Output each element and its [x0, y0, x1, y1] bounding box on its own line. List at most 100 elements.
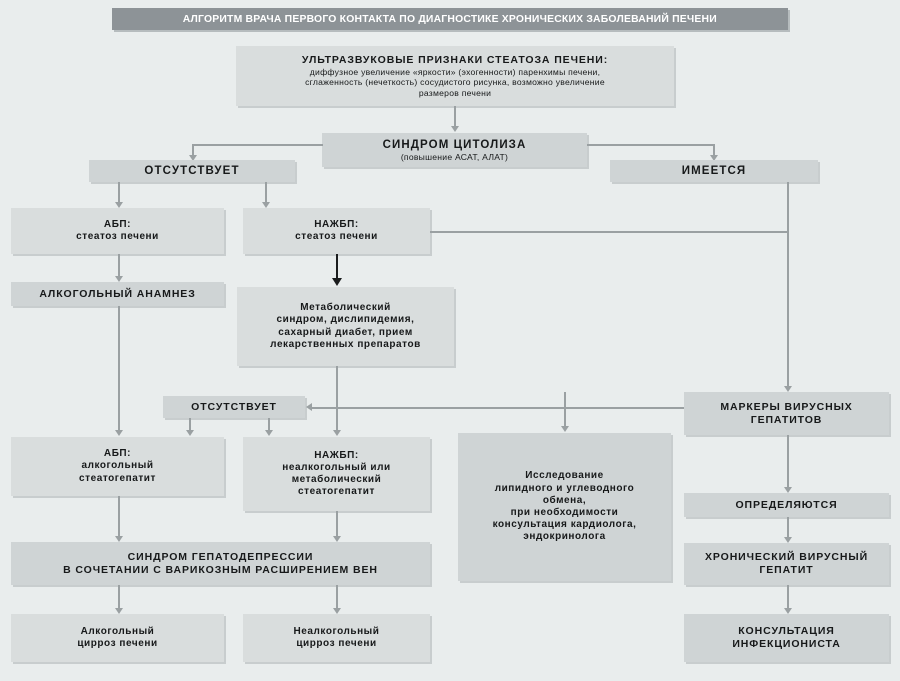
viral-markers-line-1: МАРКЕРЫ ВИРУСНЫХ: [720, 400, 853, 413]
nonalcoholic-cirrhosis-line-2: цирроз печени: [296, 638, 377, 649]
connector-nafld-sh-to-hepatodepression: [336, 511, 338, 538]
node-alcoholic-cirrhosis: Алкогольный цирроз печени: [11, 614, 224, 662]
alcoholic-cirrhosis-line-2: цирроз печени: [77, 638, 158, 649]
arrowhead-absent-to-abp: [115, 202, 123, 208]
arrowhead-nafld-sh-to-hepatodepression: [333, 536, 341, 542]
nafld-steatosis-line-1: НАЖБП:: [314, 218, 359, 230]
node-cytolysis-syndrome: СИНДРОМ ЦИТОЛИЗА (повышение АСАТ, АЛАТ): [322, 133, 587, 167]
lipid-study-line-6: эндокринолога: [523, 531, 606, 543]
chronic-hepatitis-line-1: ХРОНИЧЕСКИЙ ВИРУСНЫЙ: [704, 551, 869, 564]
node-nonalcoholic-cirrhosis: Неалкогольный цирроз печени: [243, 614, 430, 662]
nafld-sh-line-2: неалкогольный или: [282, 461, 391, 473]
infectionist-line-2: ИНФЕКЦИОНИСТА: [732, 638, 841, 650]
connector-absent-to-nafld: [265, 182, 267, 204]
connector-hepatodepression-to-alcoholic-cirrhosis: [118, 585, 120, 610]
lipid-study-line-5: консультация кардиолога,: [492, 519, 637, 531]
nonalcoholic-cirrhosis-line-1: Неалкогольный: [293, 625, 380, 637]
connector-metabolic-to-nafld-sh: [336, 366, 338, 432]
connector-absent-mid-to-abp-sh: [189, 418, 191, 432]
chronic-hepatitis-line-2: ГЕПАТИТ: [759, 564, 814, 576]
abp-sh-line-1: АБП:: [103, 448, 132, 460]
cytolysis-absent-label: ОТСУТСТВУЕТ: [144, 164, 240, 177]
node-chronic-viral-hepatitis: ХРОНИЧЕСКИЙ ВИРУСНЫЙ ГЕПАТИТ: [684, 543, 889, 585]
infectionist-line-1: КОНСУЛЬТАЦИЯ: [738, 625, 835, 638]
connector-chronic-hepatitis-to-infectionist: [787, 585, 789, 610]
connector-nafld-steatosis-right: [430, 231, 787, 233]
connector-alcohol-history-to-abp-sh: [118, 306, 120, 432]
arrowhead-hepatodepression-to-nonalcoholic-cirrhosis: [333, 608, 341, 614]
arrowhead-to-lipid-study: [561, 426, 569, 432]
node-abp-steatohepatitis: АБП: алкогольный стеатогепатит: [11, 437, 224, 496]
arrowhead-absent-mid-to-abp-sh: [186, 430, 194, 436]
arrowhead-cytolysis-to-present: [710, 155, 718, 161]
node-ultrasound-signs: УЛЬТРАЗВУКОВЫЕ ПРИЗНАКИ СТЕАТОЗА ПЕЧЕНИ:…: [236, 46, 674, 106]
connector-ultrasound-to-cytolysis: [454, 106, 456, 128]
connector-absent-to-abp: [118, 182, 120, 204]
node-viral-markers: МАРКЕРЫ ВИРУСНЫХ ГЕПАТИТОВ: [684, 392, 889, 435]
cytolysis-sub: (повышение АСАТ, АЛАТ): [400, 151, 509, 162]
node-alcohol-history: АЛКОГОЛЬНЫЙ АНАМНЕЗ: [11, 282, 224, 306]
node-infectionist-consultation: КОНСУЛЬТАЦИЯ ИНФЕКЦИОНИСТА: [684, 614, 889, 662]
cytolysis-present-label: ИМЕЕТСЯ: [681, 164, 747, 177]
lipid-study-line-4: при необходимости: [510, 507, 619, 518]
ultrasound-line-2: сглаженность (нечеткость) сосудистого ри…: [305, 77, 605, 88]
abp-steatosis-line-1: АБП:: [103, 218, 132, 230]
node-nafld-steatohepatitis: НАЖБП: неалкогольный или метаболический …: [243, 437, 430, 511]
nafld-steatosis-line-2: стеатоз печени: [295, 231, 378, 242]
page-title: Алгоритм врача первого контакта по диагн…: [182, 13, 718, 25]
arrowhead-abp-sh-to-hepatodepression: [115, 536, 123, 542]
connector-viral-markers-to-determined: [787, 435, 789, 489]
arrowhead-hepatodepression-to-alcoholic-cirrhosis: [115, 608, 123, 614]
determined-label: ОПРЕДЕЛЯЮТСЯ: [735, 498, 838, 511]
lipid-study-line-1: Исследование: [525, 470, 604, 482]
arrowhead-absent-mid-to-nafld-sh: [265, 430, 273, 436]
connector-absent-mid-to-nafld-sh: [268, 418, 270, 432]
node-absent-mid: ОТСУТСТВУЕТ: [163, 396, 305, 418]
arrowhead-nafld-to-metabolic: [332, 278, 342, 286]
nafld-sh-line-3: метаболический: [291, 474, 382, 485]
diagram-title-bar: Алгоритм врача первого контакта по диагн…: [112, 8, 788, 30]
arrowhead-metabolic-to-nafld-sh: [333, 430, 341, 436]
arrowhead-present-to-viral-markers: [784, 386, 792, 392]
connector-viral-markers-to-absent-mid: [312, 407, 787, 409]
connector-cytolysis-split-right: [587, 144, 714, 146]
metabolic-line-1: Метаболический: [300, 302, 391, 314]
arrowhead-determined-to-chronic-hepatitis: [784, 537, 792, 543]
connector-nafld-to-metabolic: [336, 254, 338, 281]
ultrasound-line-1: диффузное увеличение «яркости» (эхогенно…: [309, 66, 601, 77]
nafld-sh-line-4: стеатогепатит: [298, 486, 375, 498]
metabolic-line-3: сахарный диабет, прием: [278, 326, 413, 338]
node-abp-steatosis: АБП: стеатоз печени: [11, 208, 224, 254]
connector-cytolysis-left-down: [192, 144, 194, 158]
metabolic-line-4: лекарственных препаратов: [270, 338, 421, 350]
cytolysis-title: СИНДРОМ ЦИТОЛИЗА: [382, 138, 527, 151]
alcohol-history-label: АЛКОГОЛЬНЫЙ АНАМНЕЗ: [39, 287, 196, 300]
connector-to-lipid-study: [564, 392, 566, 428]
nafld-sh-line-1: НАЖБП:: [314, 449, 359, 461]
connector-abp-sh-to-hepatodepression: [118, 496, 120, 538]
node-hepatodepression-syndrome: СИНДРОМ ГЕПАТОДЕПРЕССИИ В СОЧЕТАНИИ С ВА…: [11, 542, 430, 585]
abp-sh-line-3: стеатогепатит: [79, 472, 156, 484]
node-metabolic-syndrome: Метаболический синдром, дислипидемия, са…: [237, 287, 454, 366]
arrowhead-alcohol-history-to-abp-sh: [115, 430, 123, 436]
metabolic-line-2: синдром, дислипидемия,: [276, 314, 415, 326]
arrowhead-cytolysis-to-absent: [189, 155, 197, 161]
lipid-study-line-2: липидного и углеводного: [494, 482, 635, 494]
connector-hepatodepression-to-nonalcoholic-cirrhosis: [336, 585, 338, 610]
connector-present-to-viral-markers: [787, 182, 789, 388]
abp-sh-line-2: алкогольный: [81, 460, 154, 472]
node-cytolysis-absent: ОТСУТСТВУЕТ: [89, 160, 295, 182]
arrowhead-ultrasound-to-cytolysis: [451, 126, 459, 132]
arrowhead-absent-to-nafld: [262, 202, 270, 208]
ultrasound-title: УЛЬТРАЗВУКОВЫЕ ПРИЗНАКИ СТЕАТОЗА ПЕЧЕНИ:: [301, 53, 609, 66]
node-lipid-carbohydrate-study: Исследование липидного и углеводного обм…: [458, 433, 671, 581]
hepatodepression-line-2: В СОЧЕТАНИИ С ВАРИКОЗНЫМ РАСШИРЕНИЕМ ВЕН: [63, 563, 378, 576]
connector-abp-to-alcohol-history: [118, 254, 120, 278]
connector-cytolysis-split-left: [192, 144, 323, 146]
arrowhead-viral-markers-to-absent-mid: [306, 403, 312, 411]
absent-mid-label: ОТСУТСТВУЕТ: [191, 400, 277, 413]
node-markers-determined: ОПРЕДЕЛЯЮТСЯ: [684, 493, 889, 517]
alcoholic-cirrhosis-line-1: Алкогольный: [80, 625, 155, 637]
abp-steatosis-line-2: стеатоз печени: [76, 231, 159, 242]
